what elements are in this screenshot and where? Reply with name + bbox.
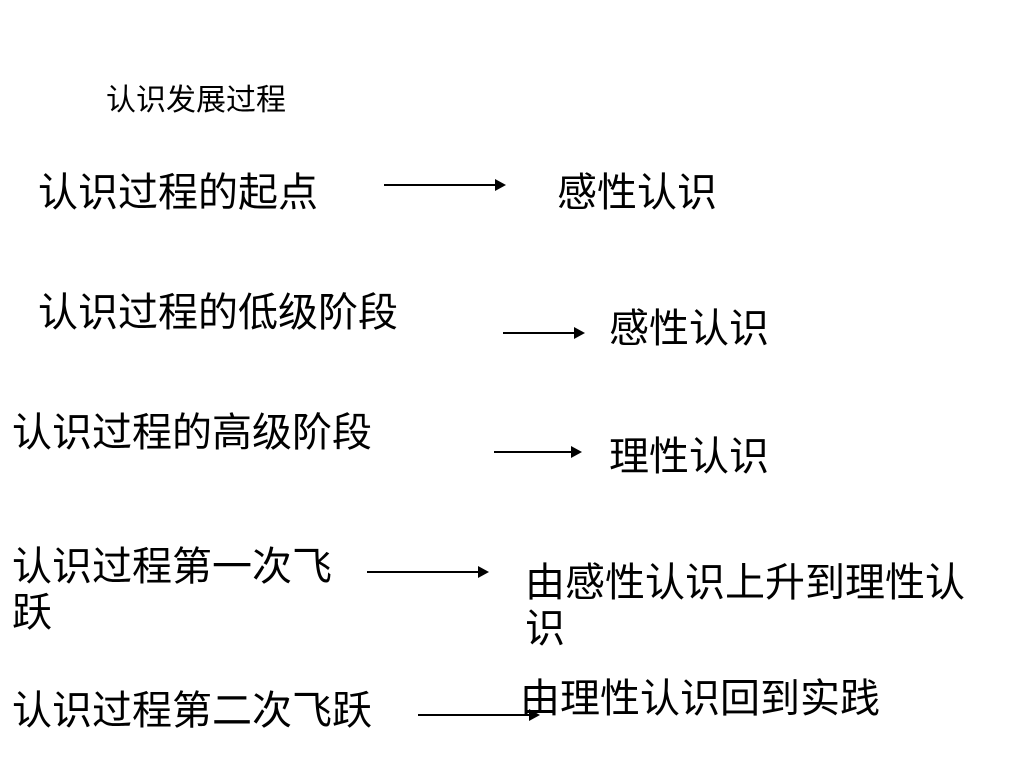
arrowhead-icon: [495, 179, 506, 191]
row-4-definition: 由感性认识上升到理性认识: [525, 560, 965, 652]
row-3-term: 认识过程的高级阶段: [12, 410, 372, 456]
row-1-arrow: [384, 179, 506, 191]
row-2-term: 认识过程的低级阶段: [38, 290, 398, 336]
arrowhead-icon: [571, 446, 582, 458]
arrowhead-icon: [478, 566, 489, 578]
row-1-term: 认识过程的起点: [38, 170, 318, 216]
row-3-definition: 理性认识: [609, 434, 769, 480]
row-1-definition: 感性认识: [557, 170, 717, 216]
row-2-definition: 感性认识: [609, 306, 769, 352]
row-4-term: 认识过程第一次飞跃: [12, 544, 332, 636]
row-5-definition: 由理性认识回到实践: [520, 676, 880, 722]
arrowhead-icon: [529, 709, 540, 721]
row-5-term: 认识过程第二次飞跃: [12, 688, 372, 734]
row-5-arrow: [418, 709, 540, 721]
row-3-arrow: [494, 446, 582, 458]
arrowhead-icon: [574, 327, 585, 339]
row-2-arrow: [503, 327, 585, 339]
slide-title: 认识发展过程: [106, 83, 286, 118]
row-4-arrow: [367, 566, 489, 578]
